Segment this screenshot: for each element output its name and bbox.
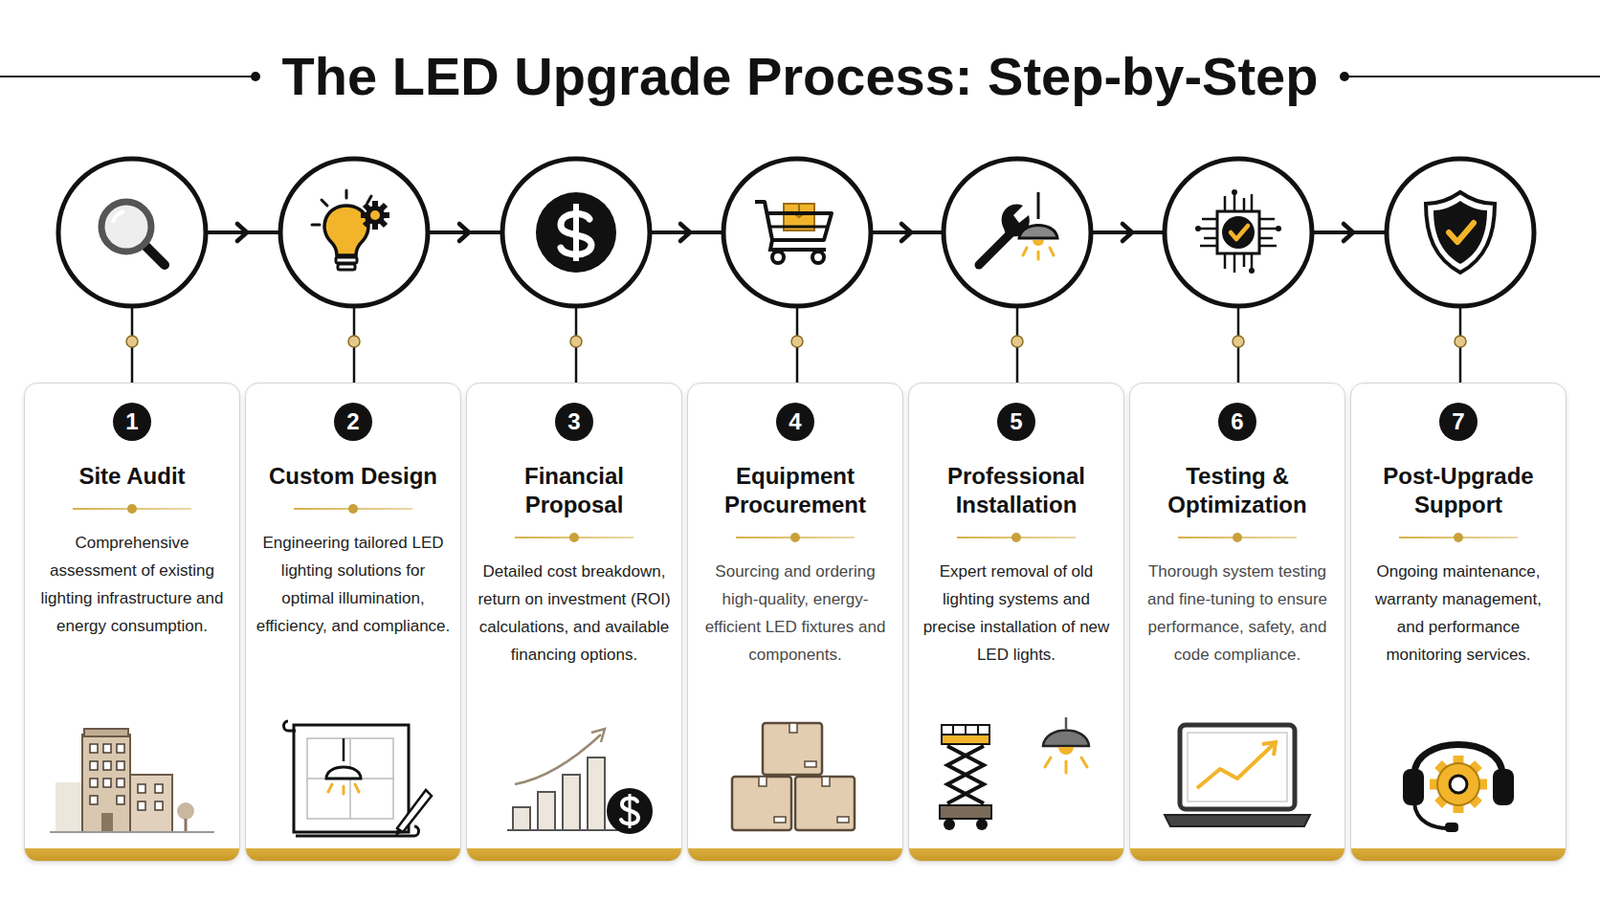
step-card: 2Custom DesignEngineering tailored LED l… [244,382,462,863]
step-description: Detailed cost breakdown, return on inves… [476,557,672,669]
headset-gear-illustration [1351,715,1566,839]
title-divider [514,533,634,543]
step-title: Equipment Procurement [697,462,893,520]
step-description: Expert removal of old lighting systems a… [918,557,1114,669]
step-title: Site Audit [34,462,230,491]
card-accent-bar [245,848,461,862]
title-rule-dot [1339,71,1350,82]
divider-dot [127,504,137,514]
step-description: Comprehensive assessment of existing lig… [34,529,230,641]
title-rule [1344,75,1600,78]
title-rule [0,75,256,78]
step-card: 3Financial ProposalDetailed cost breakdo… [466,382,683,863]
step-number: 5 [997,402,1036,442]
cart-icon [755,201,832,264]
dollar-icon [535,192,617,273]
divider-dot [348,504,358,514]
step-description: Thorough system testing and fine-tuning … [1139,557,1335,669]
divider-dot [569,533,579,543]
step-title: Post-Upgrade Support [1360,462,1556,520]
step-card: 4Equipment ProcurementSourcing and order… [687,382,904,863]
step-description: Sourcing and ordering high-quality, ener… [697,557,893,669]
step-title: Financial Proposal [476,462,672,520]
title-divider [1399,533,1518,543]
building-illustration [24,715,240,839]
title-bar: The LED Upgrade Process: Step-by-Step [0,38,1600,115]
title-divider [956,533,1076,543]
step-number: 6 [1218,402,1257,442]
step-title: Professional Installation [918,462,1114,520]
card-accent-bar [1351,848,1566,862]
laptop-chart-illustration [1130,715,1345,839]
wrench-lamp-icon [978,192,1058,266]
step-title: Testing & Optimization [1139,462,1335,520]
boxes-illustration [688,715,903,839]
title-rule-dot [250,71,261,82]
step-description: Engineering tailored LED lighting soluti… [255,529,451,641]
title-divider [72,504,192,514]
card-accent-bar [466,848,682,862]
title-divider [1177,533,1297,543]
card-accent-bar [24,848,240,862]
divider-dot [790,533,800,543]
step-number: 3 [555,402,594,442]
step-title: Custom Design [255,462,451,491]
magnifier-icon [101,201,165,266]
title: The LED Upgrade Process: Step-by-Step [282,45,1319,107]
divider-dot [1453,533,1464,543]
divider-dot [1232,533,1243,543]
title-divider [293,504,413,514]
shield-check-icon [1425,192,1495,273]
roi-chart-illustration [466,715,682,839]
leader-pins [132,306,1461,384]
card-accent-bar [909,848,1124,862]
step-card: 7Post-Upgrade SupportOngoing maintenance… [1350,382,1567,863]
step-number: 7 [1439,402,1478,442]
bulb-gear-icon [311,190,390,270]
chip-check-icon [1195,189,1282,274]
title-divider [735,533,855,543]
blueprint-illustration [245,715,461,839]
scissor-lift-illustration [909,715,1124,839]
step-card: 1Site AuditComprehensive assessment of e… [23,382,241,863]
divider-dot [1011,533,1022,543]
step-number: 4 [776,402,815,442]
step-card: 6Testing & OptimizationThorough system t… [1129,382,1346,863]
step-number: 1 [112,402,152,442]
step-card: 5Professional InstallationExpert removal… [908,382,1125,863]
card-accent-bar [688,848,903,862]
pin-dots [126,335,1467,348]
card-accent-bar [1130,848,1345,862]
step-circles [58,158,1534,307]
step-description: Ongoing maintenance, warranty management… [1360,557,1556,669]
step-number: 2 [333,402,373,442]
